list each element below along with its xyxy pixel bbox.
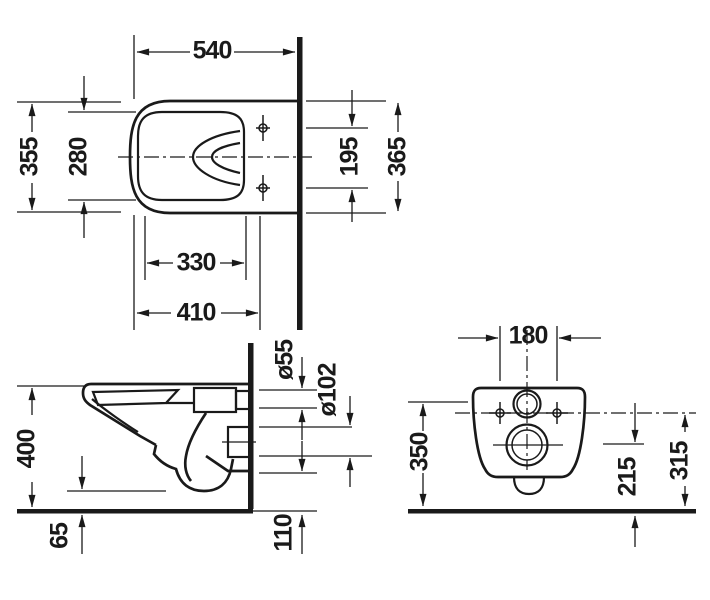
plan-seat-width-label: 355 [15, 137, 44, 177]
plan-wall-line [297, 37, 303, 330]
plan-extension-lines [17, 35, 386, 330]
plan-drain-inner-arc [210, 141, 241, 175]
rear-bolt-center-height-label: 315 [665, 441, 694, 481]
rear-flush-center-height-label: 350 [405, 432, 434, 472]
plan-view-linework [17, 35, 402, 330]
side-outlet-pipe-dia-label: ø102 [313, 363, 342, 417]
plan-hinge-hole-marker-bottom [256, 175, 270, 201]
side-flush-pipe-box [192, 386, 238, 414]
plan-drain-outer-arc [191, 129, 241, 187]
side-view-linework [17, 343, 372, 554]
rear-extension-lines [408, 326, 558, 403]
plan-inner-length-label: 330 [176, 248, 217, 277]
side-flush-pipe-collar [234, 389, 254, 411]
rear-outlet-center-height-label: 215 [613, 457, 642, 497]
rear-dimension-arrows [419, 334, 689, 547]
side-outlet-bottom-height-label: 110 [269, 514, 298, 552]
rear-view-linework [408, 326, 696, 547]
side-bottom-clearance-label: 65 [45, 523, 74, 549]
rear-floor-line [408, 509, 696, 514]
side-toilet-body-outline [81, 382, 251, 493]
side-extension-lines [17, 385, 372, 492]
plan-overall-depth-label: 540 [192, 36, 233, 65]
plan-hinge-spacing-label: 195 [335, 137, 364, 177]
side-flush-pipe-dia-label: ø55 [270, 339, 299, 381]
side-rim-height-label: 400 [12, 429, 41, 469]
side-dimension-arrows [28, 357, 354, 554]
rear-bolt-spacing-label: 180 [508, 321, 549, 350]
plan-dimension-arrows [28, 48, 402, 317]
plan-seat-opening-outline [136, 110, 246, 202]
side-seat-profile [91, 388, 181, 407]
plan-inner-width-label: 280 [64, 137, 93, 177]
side-floor-line [17, 509, 253, 514]
plan-bowl-width-label: 365 [383, 137, 412, 177]
plan-hinge-hole-marker-top [256, 115, 270, 141]
rear-toilet-body-outline [471, 386, 587, 479]
rear-bottom-tab-outline [512, 476, 546, 496]
plan-hinge-distance-label: 410 [176, 298, 217, 327]
side-trap-inner-curve [183, 412, 208, 482]
